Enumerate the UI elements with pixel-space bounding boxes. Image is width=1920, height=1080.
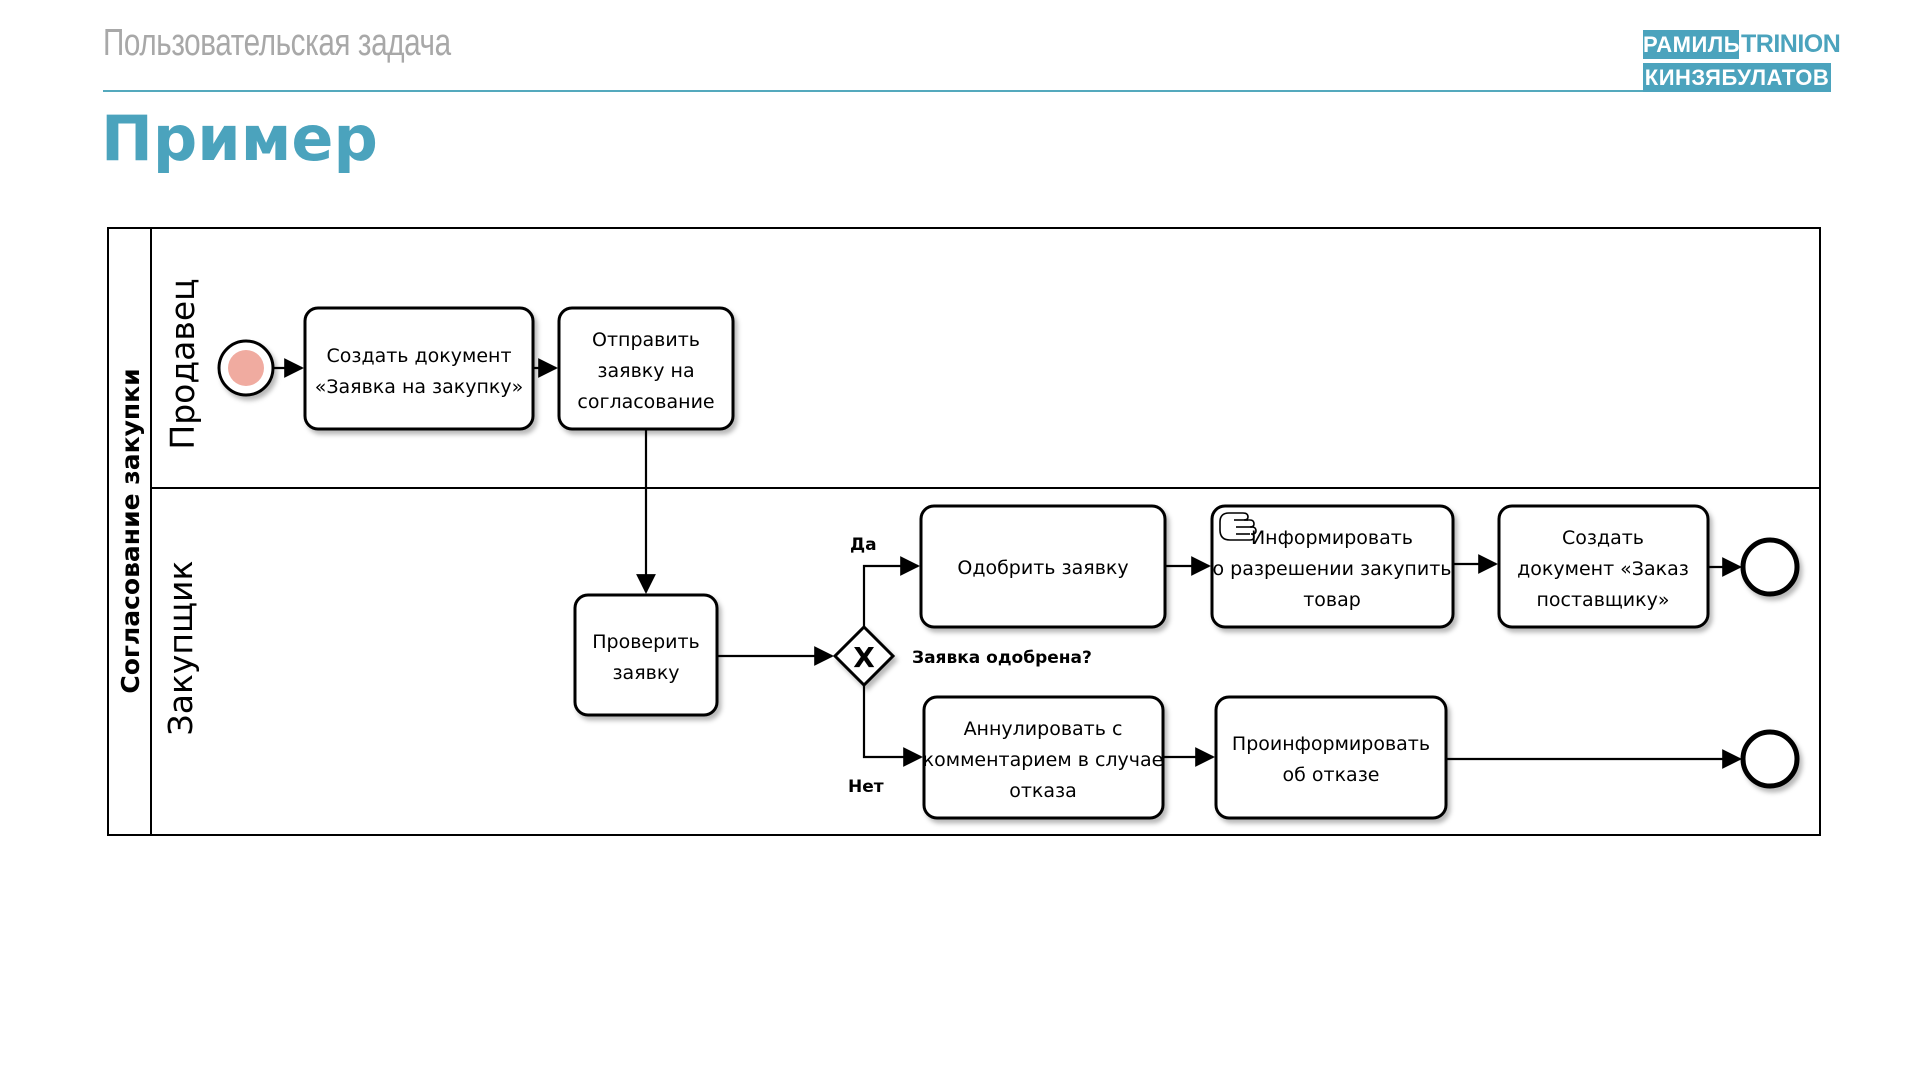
gateway-label: Заявка одобрена? [912, 648, 1092, 668]
task-cancel-request-line3: отказа [1009, 780, 1077, 802]
lane-label-buyer: Закупщик [161, 561, 200, 736]
task-inform-approval-line3: товар [1303, 589, 1361, 611]
manual-task-hand-icon [1219, 512, 1257, 541]
task-create-order: Создать документ «Заказ поставщику» [1497, 504, 1710, 629]
header-divider [103, 90, 1831, 92]
exclusive-gateway: X [832, 624, 896, 688]
task-send-request-line1: Отправить [592, 329, 700, 351]
task-create-order-line2: документ «Заказ [1517, 558, 1689, 580]
end-event-refused [1740, 729, 1800, 789]
flow-gateway-no [862, 685, 923, 767]
task-cancel-request-line2: комментарием в случае [923, 749, 1164, 771]
gateway-x-icon: X [853, 641, 875, 674]
task-send-request-line3: согласование [577, 391, 714, 413]
task-create-order-line1: Создать [1562, 527, 1644, 549]
sequence-flows [274, 358, 1742, 769]
task-approve-request: Одобрить заявку [919, 504, 1167, 629]
lane-label-seller: Продавец [163, 278, 202, 449]
task-inform-refusal-line2: об отказе [1283, 764, 1380, 786]
pool [107, 227, 1821, 836]
flow-label-no: Нет [848, 777, 884, 797]
task-send-request-line2: заявку на [597, 360, 694, 382]
task-cancel-request: Аннулировать с комментарием в случае отк… [922, 695, 1165, 820]
end-event-approved [1740, 537, 1800, 597]
flow-label-yes: Да [850, 535, 877, 555]
logo-brand: TRINION [1741, 30, 1841, 58]
task-inform-approval-line2: о разрешении закупить [1213, 558, 1452, 580]
start-event-fill [228, 350, 264, 386]
section-label: Пользовательская задача [103, 22, 451, 64]
task-cancel-request-line1: Аннулировать с [964, 718, 1123, 740]
task-inform-approval-line1: Информировать [1251, 527, 1413, 549]
flow-gateway-yes [862, 556, 920, 627]
page-title: Пример [101, 102, 378, 175]
task-inform-approval: Информировать о разрешении закупить това… [1210, 504, 1455, 629]
task-create-request-line1: Создать документ [326, 345, 511, 367]
task-check-request-line1: Проверить [592, 631, 700, 653]
task-create-request-line2: «Заявка на закупку» [315, 376, 524, 398]
author-logo: РАМИЛЬ TRINION КИНЗЯБУЛАТОВ [1643, 30, 1841, 92]
logo-last-name: КИНЗЯБУЛАТОВ [1644, 65, 1830, 90]
task-send-request: Отправить заявку на согласование [557, 306, 735, 431]
task-check-request: Проверить заявку [573, 593, 719, 717]
logo-first-name: РАМИЛЬ [1643, 30, 1741, 59]
task-create-order-line3: поставщику» [1537, 589, 1670, 611]
task-inform-refusal: Проинформировать об отказе [1214, 695, 1448, 820]
pool-label: Согласование закупки [116, 368, 145, 693]
task-create-request: Создать документ «Заявка на закупку» [303, 306, 535, 431]
task-inform-refusal-line1: Проинформировать [1232, 733, 1430, 755]
task-check-request-line2: заявку [612, 662, 679, 684]
task-approve-request-line1: Одобрить заявку [957, 557, 1128, 579]
